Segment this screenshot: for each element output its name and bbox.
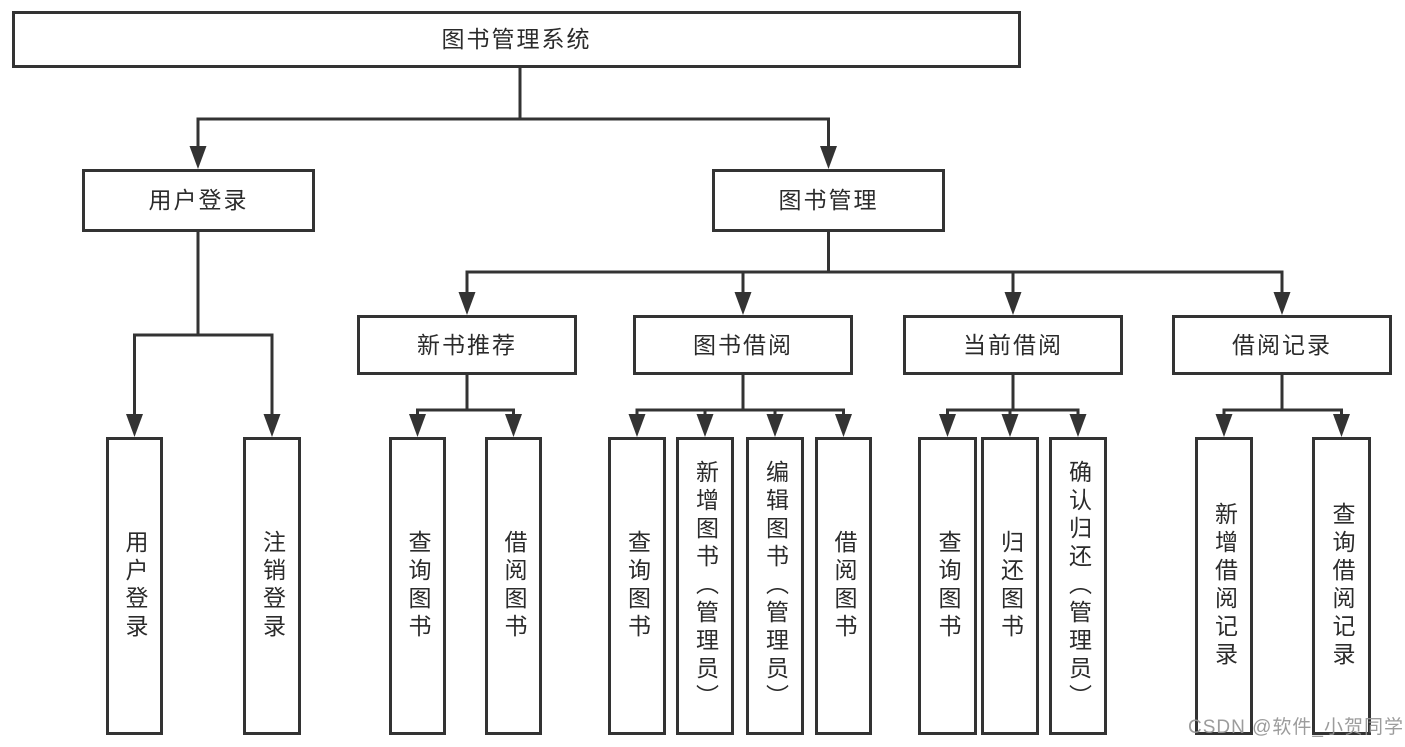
leaf-query-books-current: 查询图书 xyxy=(918,437,977,735)
leaf-edit-books-admin: 编辑图书（管理员） xyxy=(746,437,804,735)
arrowheads xyxy=(126,146,1350,437)
node-book-mgmt: 图书管理 xyxy=(712,169,945,232)
connector-bookmgmt-to-level3 xyxy=(465,232,1284,294)
connector-root-to-level2 xyxy=(196,68,830,148)
leaf-query-borrow-record: 查询借阅记录 xyxy=(1312,437,1371,735)
leaf-confirm-return-admin: 确认归还（管理员） xyxy=(1049,437,1107,735)
node-book-borrow: 图书借阅 xyxy=(633,315,853,375)
node-new-book-rec: 新书推荐 xyxy=(357,315,577,375)
leaf-borrow-books: 借阅图书 xyxy=(815,437,872,735)
csdn-watermark: CSDN @软件_小贺同学 xyxy=(1188,717,1404,738)
connector-borrowrecord-to-leaves xyxy=(1222,375,1343,416)
leaf-user-login: 用户登录 xyxy=(106,437,163,735)
node-user-login: 用户登录 xyxy=(82,169,315,232)
leaf-return-books: 归还图书 xyxy=(981,437,1039,735)
node-root: 图书管理系统 xyxy=(12,11,1021,68)
leaf-borrow-books-recommend: 借阅图书 xyxy=(485,437,542,735)
node-current-borrow: 当前借阅 xyxy=(903,315,1123,375)
node-borrow-record: 借阅记录 xyxy=(1172,315,1392,375)
leaf-query-books-recommend: 查询图书 xyxy=(389,437,446,735)
connector-bookborrow-to-leaves xyxy=(635,375,845,416)
leaf-logout: 注销登录 xyxy=(243,437,301,735)
connector-currentborrow-to-leaves xyxy=(946,375,1080,416)
leaf-add-books-admin: 新增图书（管理员） xyxy=(676,437,734,735)
connector-newbookrec-to-leaves xyxy=(416,375,515,416)
leaf-query-books-borrow: 查询图书 xyxy=(608,437,666,735)
leaf-add-borrow-record: 新增借阅记录 xyxy=(1195,437,1253,735)
connector-userlogin-to-leaves xyxy=(133,232,274,416)
